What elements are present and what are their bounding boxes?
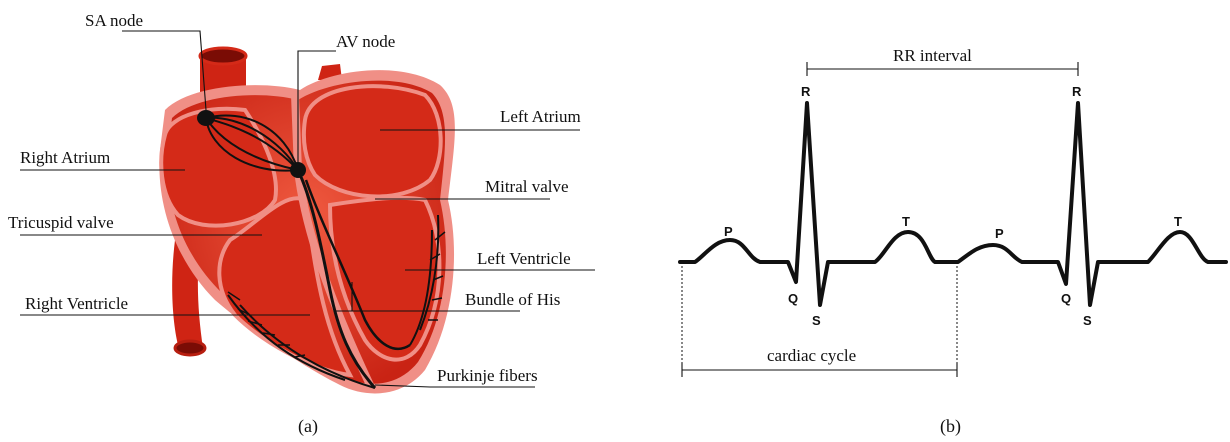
ecg-trace xyxy=(680,103,1226,305)
label-right-atrium: Right Atrium xyxy=(20,148,110,167)
av-node xyxy=(290,162,306,178)
wave-label-p-2: P xyxy=(995,226,1004,241)
wave-label-q-1: Q xyxy=(788,291,798,306)
label-bundle-of-his: Bundle of His xyxy=(465,290,560,309)
wave-label-t-1: T xyxy=(902,214,910,229)
label-right-ventricle: Right Ventricle xyxy=(25,294,128,313)
wave-label-q-2: Q xyxy=(1061,291,1071,306)
label-mitral-valve: Mitral valve xyxy=(485,177,569,196)
left-atrium-chamber xyxy=(304,86,441,196)
label-left-ventricle: Left Ventricle xyxy=(477,249,571,268)
label-av-node: AV node xyxy=(336,32,395,51)
wave-label-r-2: R xyxy=(1072,84,1082,99)
wave-label-r-1: R xyxy=(801,84,811,99)
label-left-atrium: Left Atrium xyxy=(500,107,581,126)
caption-a: (a) xyxy=(298,416,318,437)
wave-label-s-2: S xyxy=(1083,313,1092,328)
label-tricuspid-valve: Tricuspid valve xyxy=(8,213,114,232)
label-cardiac-cycle: cardiac cycle xyxy=(767,346,856,365)
label-sa-node: SA node xyxy=(85,11,143,30)
caption-b: (b) xyxy=(940,416,961,437)
wave-label-p-1: P xyxy=(724,224,733,239)
sa-node xyxy=(197,110,215,126)
wave-label-s-1: S xyxy=(812,313,821,328)
ecg-interval-markers xyxy=(682,62,1078,377)
label-purkinje-fibers: Purkinje fibers xyxy=(437,366,538,385)
heart-illustration xyxy=(159,48,455,393)
wave-label-t-2: T xyxy=(1174,214,1182,229)
label-rr-interval: RR interval xyxy=(893,46,972,65)
